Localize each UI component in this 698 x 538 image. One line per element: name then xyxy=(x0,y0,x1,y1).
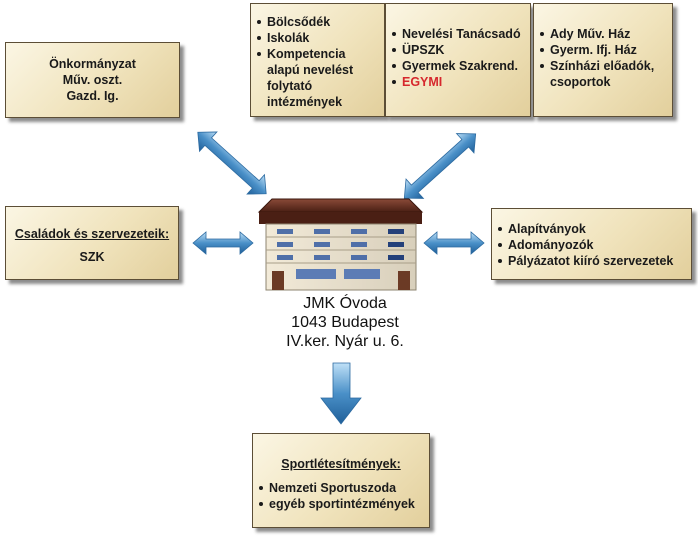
onkormanyzat-line-1: Önkormányzat xyxy=(49,57,136,71)
center-line-3: IV.ker. Nyár u. 6. xyxy=(286,333,404,350)
sport-title: Sportlétesítmények: xyxy=(281,457,401,471)
arrow-onkormanyzat-center xyxy=(197,131,267,195)
center-label: JMK Óvoda 1043 Budapest IV.ker. Nyár u. … xyxy=(240,294,450,351)
arrow-center-sport xyxy=(320,362,362,425)
culture-item: Színházi előadók, csoportok xyxy=(538,58,668,90)
building-icon xyxy=(257,198,424,291)
arrow-families-center xyxy=(192,231,254,255)
schools-item: Iskolák xyxy=(255,30,380,46)
counseling-item: Nevelési Tanácsadó xyxy=(390,26,526,42)
counseling-box: Nevelési Tanácsadó ÜPSZK Gyermek Szakren… xyxy=(385,3,531,117)
families-value: SZK xyxy=(79,250,105,264)
center-line-2: 1043 Budapest xyxy=(291,314,399,331)
arrow-foundations-center xyxy=(423,231,485,255)
schools-item: Bölcsődék xyxy=(255,14,380,30)
sport-item: Nemzeti Sportuszoda xyxy=(257,480,425,496)
arrow-counseling-center xyxy=(403,133,477,199)
foundations-item: Alapítványok xyxy=(496,221,687,237)
schools-item: Kompetencia alapú nevelést folytató inté… xyxy=(255,46,380,110)
sport-item: egyéb sportintézmények xyxy=(257,496,425,512)
counseling-item: ÜPSZK xyxy=(390,42,526,58)
culture-item: Ady Műv. Ház xyxy=(538,26,668,42)
counseling-item: Gyermek Szakrend. xyxy=(390,58,526,74)
sport-box: Sportlétesítmények: Nemzeti Sportuszoda … xyxy=(252,433,430,528)
onkormanyzat-line-3: Gazd. Ig. xyxy=(66,89,119,103)
families-box: Családok és szervezeteik: SZK xyxy=(5,206,179,280)
families-title: Családok és szervezeteik: xyxy=(14,227,170,241)
center-line-1: JMK Óvoda xyxy=(303,295,387,312)
counseling-item-highlight: EGYMI xyxy=(390,74,526,90)
culture-item: Gyerm. Ifj. Ház xyxy=(538,42,668,58)
culture-box: Ady Műv. Ház Gyerm. Ifj. Ház Színházi el… xyxy=(533,3,673,117)
foundations-item: Adományozók xyxy=(496,237,687,253)
onkormanyzat-box: Önkormányzat Műv. oszt. Gazd. Ig. xyxy=(5,42,180,118)
onkormanyzat-line-2: Műv. oszt. xyxy=(62,73,123,87)
foundations-box: Alapítványok Adományozók Pályázatot kiír… xyxy=(491,208,692,280)
schools-box: Bölcsődék Iskolák Kompetencia alapú neve… xyxy=(250,3,385,117)
foundations-item: Pályázatot kiíró szervezetek xyxy=(496,253,687,269)
